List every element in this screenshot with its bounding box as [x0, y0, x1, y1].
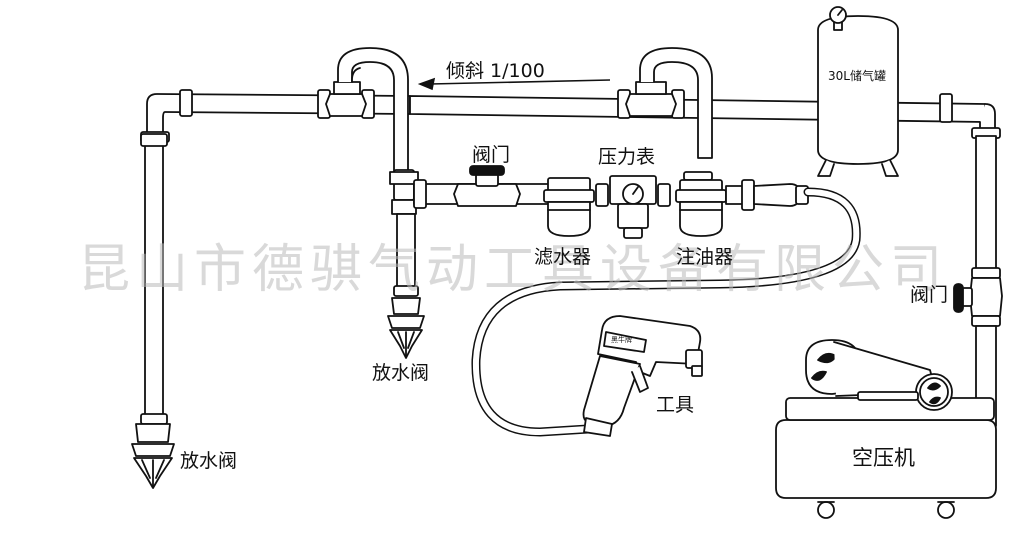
valve-label: 阀门: [472, 144, 511, 166]
air-compressor: [775, 339, 997, 519]
tee-fitting-left: [325, 81, 367, 117]
filter-label: 滤水器: [534, 246, 592, 268]
outlet-coupling: [725, 179, 809, 211]
gooseneck-branch-right: [639, 47, 713, 159]
water-filter: [543, 177, 595, 237]
drain-valve-left-label: 放水阀: [180, 450, 238, 472]
right-drop-pipe: [969, 135, 1003, 427]
slope-label: 倾斜 1/100: [446, 60, 545, 82]
middle-drop-pipe: [389, 169, 419, 297]
lubricator-label: 注油器: [676, 246, 734, 268]
lubricator: [675, 171, 727, 237]
drain-valve-middle-label: 放水阀: [372, 362, 430, 384]
tool-brand-label: 黑牛牌: [611, 336, 632, 344]
left-drop-pipe: [140, 133, 168, 425]
drain-valve-left: [131, 423, 175, 489]
ball-valve-main: [453, 165, 521, 207]
tee-fitting-right: [625, 81, 677, 117]
tank-pressure-gauge-icon: [829, 6, 847, 24]
slope-arrow: [417, 77, 611, 91]
ball-valve-right: [953, 283, 973, 313]
tank-label: 30L储气罐: [828, 69, 886, 83]
compressor-label: 空压机: [852, 446, 915, 470]
impact-wrench-tool: [582, 315, 703, 437]
pressure-gauge-label: 压力表: [598, 146, 656, 168]
tool-label: 工具: [656, 394, 695, 416]
watermark-text: 昆山市德骐气动工具设备有限公司: [78, 240, 949, 300]
air-hose: [471, 187, 861, 437]
drain-valve-middle: [387, 297, 425, 359]
main-pipe-couplings: [140, 89, 1001, 143]
air-tank: [817, 15, 899, 177]
pressure-regulator: [595, 175, 671, 239]
valve-right-label: 阀门: [910, 284, 949, 306]
